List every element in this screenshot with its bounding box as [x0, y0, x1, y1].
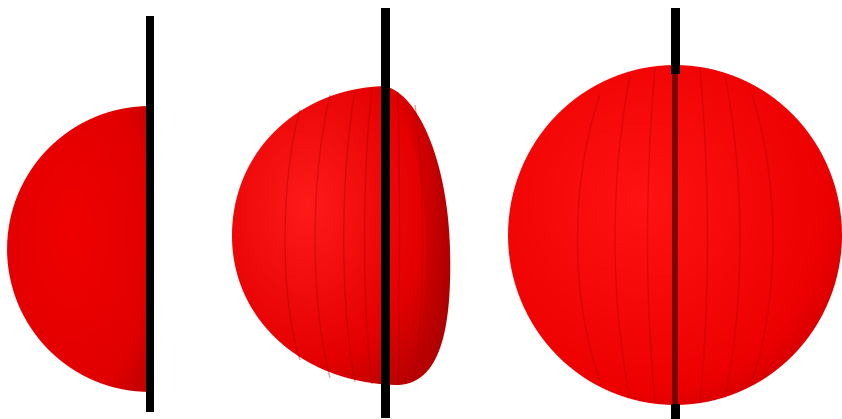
axis-line-1 — [146, 16, 154, 412]
axis-line-2 — [381, 8, 390, 418]
panel-full-sphere — [508, 8, 842, 419]
axis-line-3-mid — [672, 74, 678, 404]
panel-half-disk — [7, 16, 154, 412]
axis-line-3-top — [671, 8, 680, 74]
panel-partial-revolution — [232, 8, 450, 418]
half-disk-shape — [7, 106, 150, 392]
axis-line-3-bottom — [671, 404, 680, 419]
